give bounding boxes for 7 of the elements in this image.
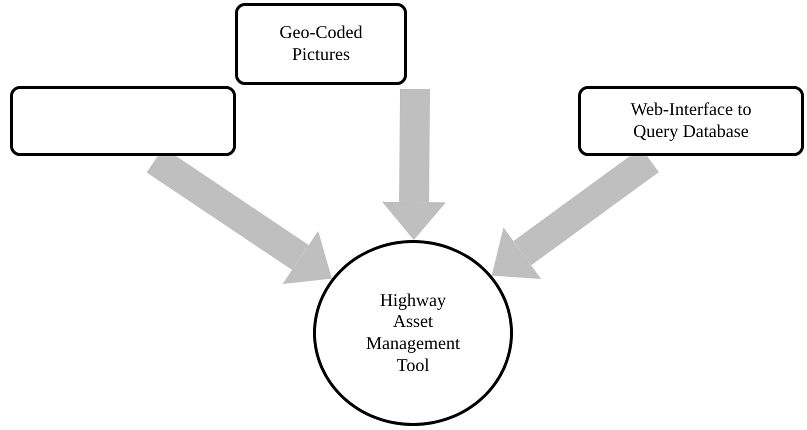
rounded-box (10, 86, 236, 156)
node-label: Highway Asset Management Tool (366, 290, 460, 376)
rounded-box (235, 3, 407, 85)
rounded-box (578, 86, 804, 156)
block-arrow (382, 88, 446, 240)
node-label: Geo-Coded Pictures (278, 22, 364, 66)
node-label: Web-Interface to Query Database (630, 99, 752, 143)
